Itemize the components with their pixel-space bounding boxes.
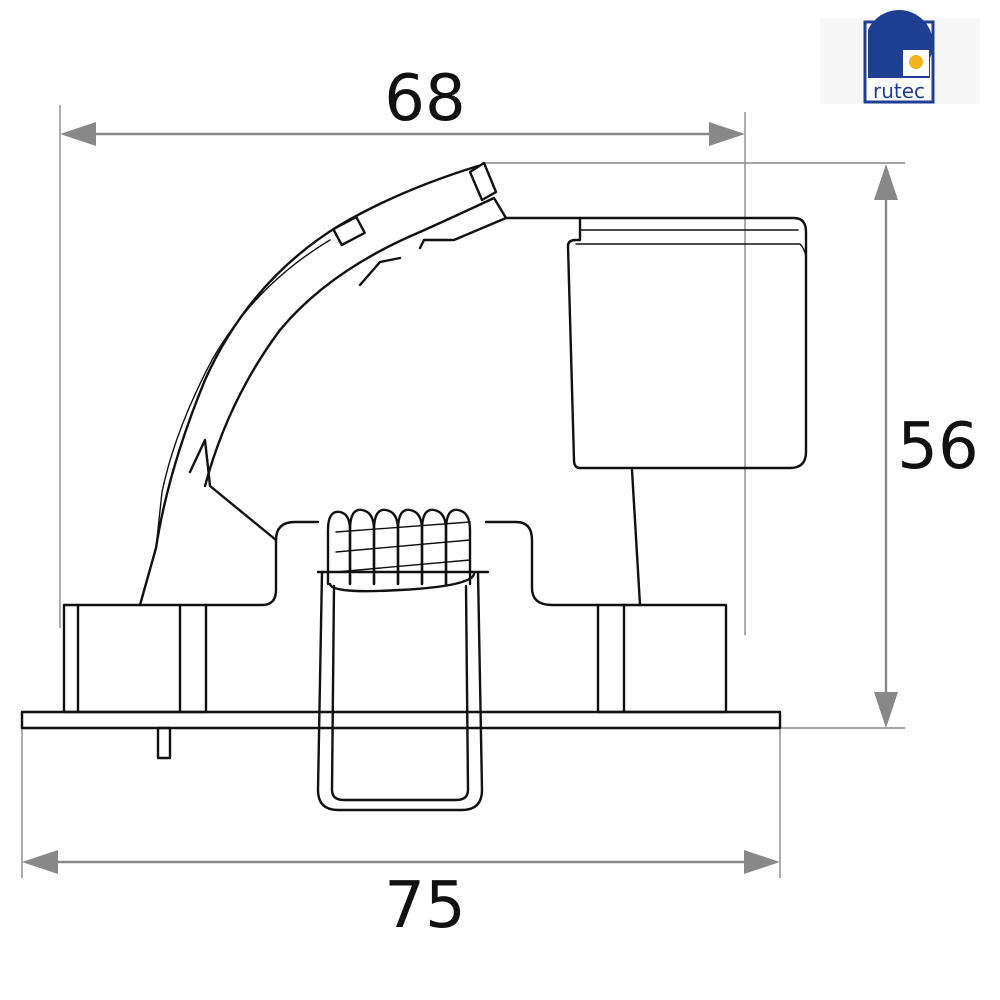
dimension-bottom-width: 75 xyxy=(21,728,781,943)
arrow-head-down xyxy=(874,692,898,728)
dimension-height: 56 xyxy=(484,162,979,729)
left-mount-block xyxy=(62,603,208,714)
logo-dot xyxy=(909,55,923,69)
spring-wire-inner xyxy=(330,584,470,802)
arm-edge-detail xyxy=(155,239,331,549)
arrow-head-bottom-left xyxy=(22,850,58,874)
arm-joint-upper xyxy=(358,256,402,287)
arrow-head-right xyxy=(709,122,745,146)
arm-tip xyxy=(468,161,498,202)
dimension-top-width: 68 xyxy=(59,62,746,635)
arrow-head-left xyxy=(60,122,96,146)
arm-outer-curve xyxy=(138,164,480,607)
head-connector-lower xyxy=(418,216,508,250)
logo-brand-text: rutec xyxy=(873,79,925,103)
flange-plate xyxy=(20,710,782,730)
arm-knob xyxy=(332,215,366,247)
arm-joint-lower xyxy=(188,438,278,542)
flange-tab xyxy=(156,726,172,760)
arrow-head-bottom-right xyxy=(744,850,780,874)
luminaire-drawing xyxy=(20,161,808,812)
spring-coil xyxy=(326,508,476,593)
support-post xyxy=(630,468,642,607)
lamp-head xyxy=(566,216,808,470)
spring-wire-loop xyxy=(316,570,484,812)
housing-body xyxy=(204,520,600,607)
head-connector xyxy=(492,196,582,220)
dimension-label-height: 56 xyxy=(897,410,978,484)
right-mount-block xyxy=(596,603,728,714)
dimension-label-top-width: 68 xyxy=(384,62,465,136)
arrow-head-up xyxy=(874,164,898,200)
arm-inner-curve xyxy=(203,196,496,488)
dimension-label-bottom-width: 75 xyxy=(384,869,465,943)
rutec-logo: rutec xyxy=(820,10,980,104)
